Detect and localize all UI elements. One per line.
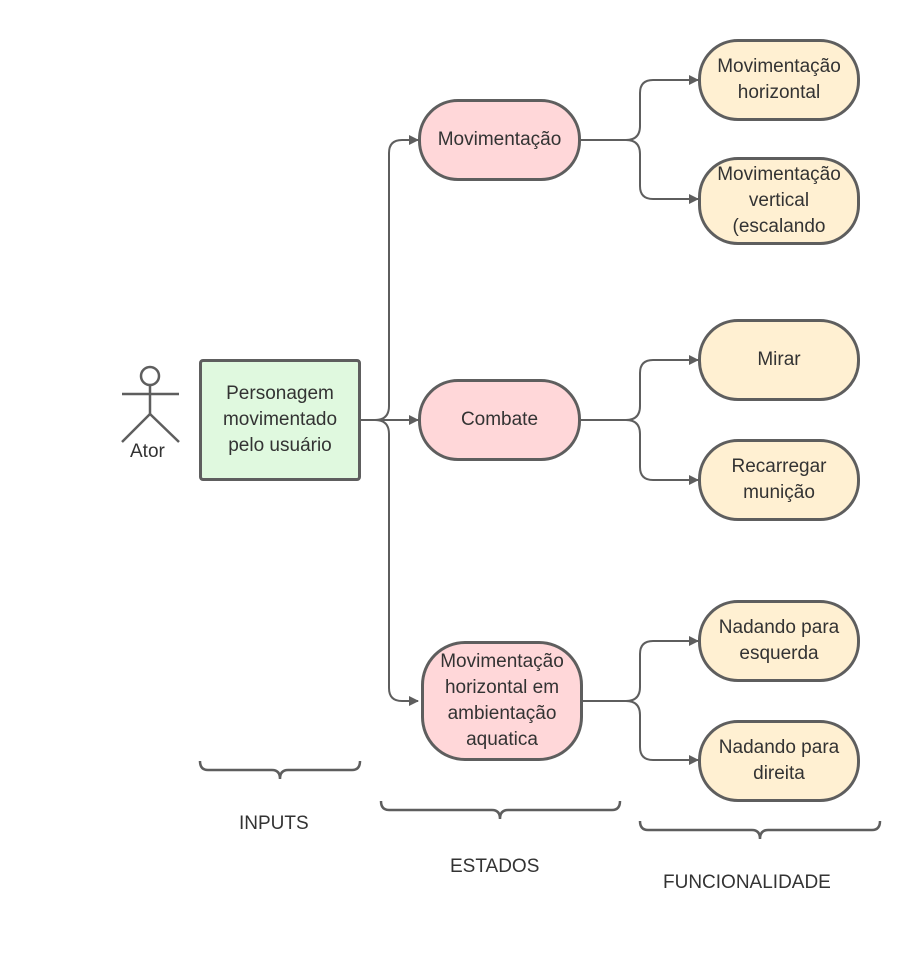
state-node-movimentacao-aquatica[interactable]: Movimentação horizontal em ambientação a… [421,641,583,761]
connector-state-combate [579,355,699,485]
state-node-combate[interactable]: Combate [418,379,581,461]
state-node-label: Combate [460,409,539,430]
function-node-label: Movimentação vertical (escalando [717,164,841,237]
function-node-label: Mirar [757,349,801,370]
state-node-label: Movimentação horizontal em ambientação a… [440,651,564,750]
connector-input-to-states [359,135,419,706]
state-node-label: Movimentação [437,129,562,150]
function-node-label: Nadando para esquerda [718,617,840,664]
connector-state-movimentacao [579,75,699,204]
function-node-label: Nadando para direita [718,737,840,784]
function-node-label: Movimentação horizontal [717,56,841,103]
function-node-nadando-esquerda[interactable]: Nadando para esquerda [698,600,860,682]
state-node-movimentacao[interactable]: Movimentação [418,99,581,181]
actor-label: Ator [130,441,165,462]
section-label-inputs: INPUTS [239,813,309,834]
input-node-personagem[interactable]: Personagem movimentado pelo usuário [199,359,361,481]
function-node-label: Recarregar munição [731,456,827,503]
function-node-movimentacao-vertical[interactable]: Movimentação vertical (escalando [698,157,860,245]
brace-estados [379,800,622,820]
brace-inputs [198,760,362,780]
function-node-movimentacao-horizontal[interactable]: Movimentação horizontal [698,39,860,121]
connector-state-aquatica [581,636,699,765]
section-label-estados: ESTADOS [450,856,540,877]
function-node-mirar[interactable]: Mirar [698,319,860,401]
function-node-recarregar-municao[interactable]: Recarregar munição [698,439,860,521]
function-node-nadando-direita[interactable]: Nadando para direita [698,720,860,802]
brace-funcionalidade [638,820,882,840]
actor-icon [121,365,180,443]
input-node-label: Personagem movimentado pelo usuário [222,383,338,456]
section-label-funcionalidade: FUNCIONALIDADE [663,872,831,893]
